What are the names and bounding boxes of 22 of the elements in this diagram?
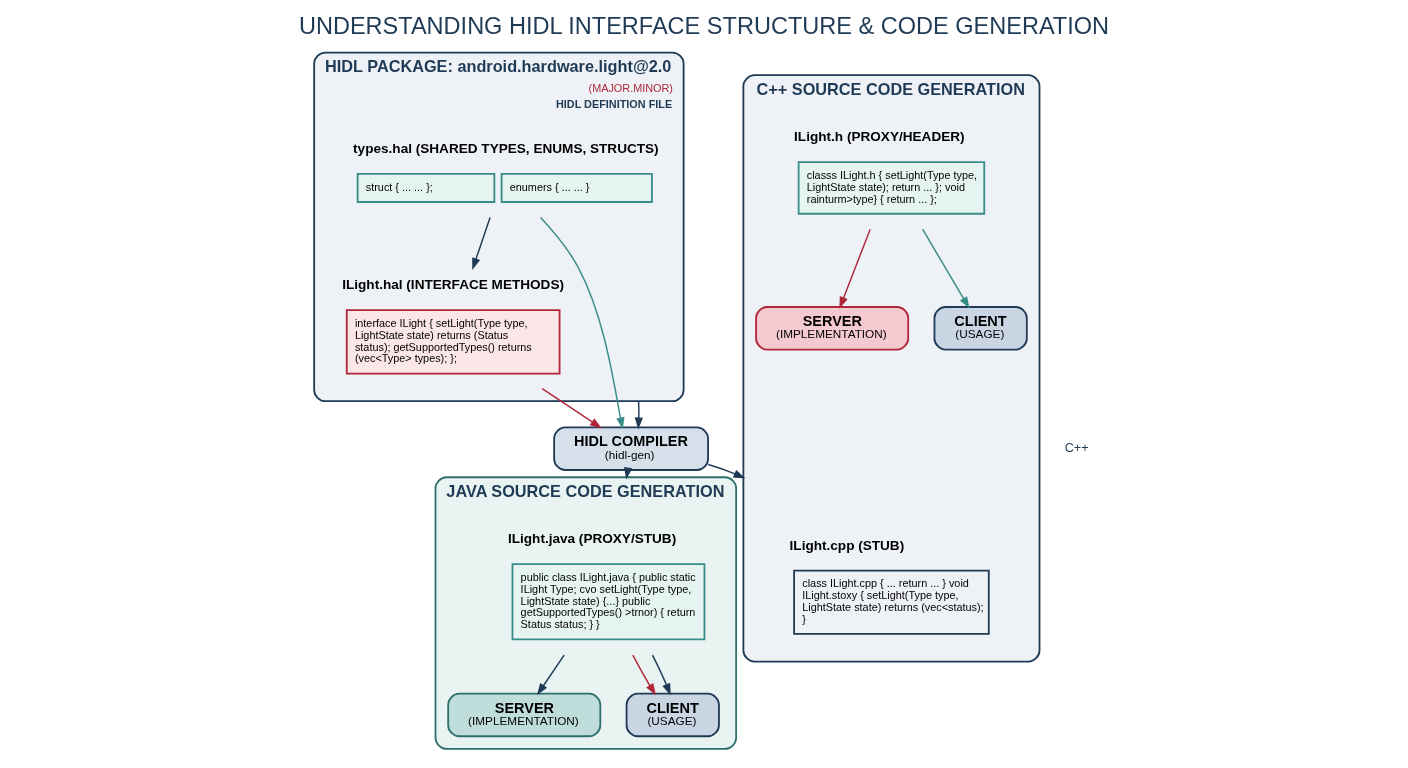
arrow <box>921 228 970 309</box>
arrow <box>472 216 491 270</box>
node-label: ILight.cpp (STUB) <box>789 537 905 553</box>
arrow <box>541 387 602 429</box>
arrow <box>632 654 656 696</box>
arrow <box>839 228 871 309</box>
node-label: ILight.hal (INTERFACE METHODS) <box>342 277 564 293</box>
node-box: SERVER (IMPLEMENTATION) <box>447 692 602 738</box>
label: C++ <box>1064 441 1089 456</box>
node-box: CLIENT (USAGE) <box>933 306 1028 351</box>
node-box: SERVER (IMPLEMENTATION) <box>755 306 910 351</box>
node-label: types.hal (SHARED TYPES, ENUMS, STRUCTS) <box>353 141 659 157</box>
arrow <box>634 400 644 430</box>
arrow <box>539 216 625 430</box>
diagram-title: UNDERSTANDING HIDL INTERFACE STRUCTURE & CODE GENERATION <box>298 13 1110 40</box>
node-label: ILight.java (PROXY/STUB) <box>507 531 677 547</box>
arrow <box>651 654 671 696</box>
arrow <box>536 654 565 696</box>
node-label: ILight.h (PROXY/HEADER) <box>794 129 965 145</box>
node-label: (MAJOR.MINOR) <box>588 82 673 95</box>
arrow <box>707 463 746 479</box>
node-box: CLIENT (USAGE) <box>625 692 720 738</box>
